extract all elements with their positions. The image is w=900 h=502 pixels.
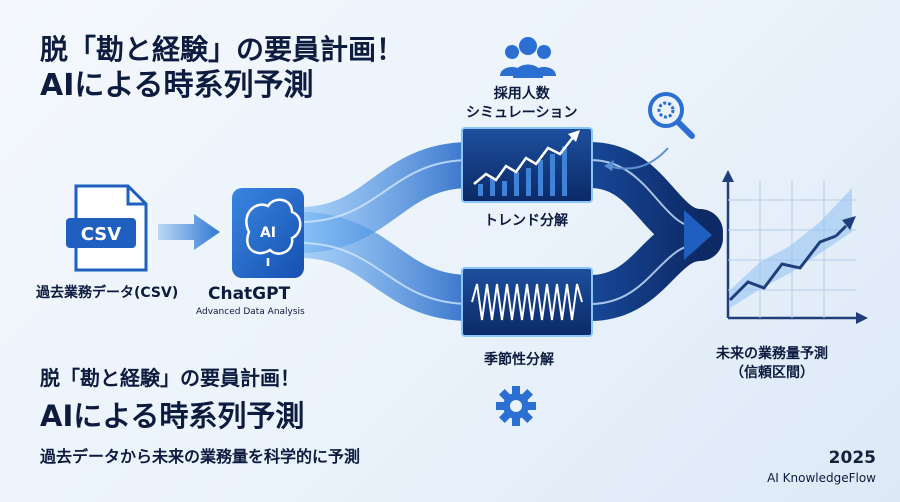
wave-icon	[471, 283, 583, 321]
brand-label: AI KnowledgeFlow	[767, 471, 876, 485]
simulation-line2: シミュレーション	[466, 104, 578, 121]
feedback-arrowhead	[604, 160, 614, 171]
ai-badge-text: AI	[260, 225, 276, 241]
future-line2: （信頼区間）	[730, 364, 814, 381]
bottom-title-line1: 脱「勘と経験」の要員計画！	[40, 366, 300, 390]
main-title: 脱「勘と経験」の要員計画！ AIによる時系列予測	[40, 32, 404, 105]
chatgpt-title: ChatGPT	[208, 284, 291, 304]
bottom-subtitle: 過去データから未来の業務量を科学的に予測	[40, 447, 361, 466]
forecast-chart-icon	[722, 170, 868, 324]
simulation-line1: 採用人数	[493, 86, 550, 102]
stream-arrowhead	[684, 210, 712, 260]
chatgpt-subtitle: Advanced Data Analysis	[196, 307, 305, 317]
bar-series	[478, 146, 567, 196]
trend-arrowhead	[568, 130, 580, 142]
title-line1: 脱「勘と経験」の要員計画！	[40, 33, 405, 66]
confidence-band	[730, 188, 852, 308]
title-line2: AIによる時系列予測	[40, 68, 314, 103]
csv-badge-text: CSV	[81, 224, 122, 245]
bottom-title-line2: AIによる時系列予測	[40, 399, 305, 433]
line-chart-icon	[473, 135, 575, 185]
csv-label: 過去業務データ(CSV)	[36, 285, 179, 301]
season-box	[461, 267, 593, 337]
feedback-arrow	[607, 147, 669, 170]
ai-brain-icon	[232, 188, 304, 278]
arrow-to-ai	[158, 214, 220, 250]
trend-box	[461, 127, 593, 203]
bottom-title: 脱「勘と経験」の要員計画！ AIによる時系列予測 過去データから未来の業務量を科…	[40, 362, 360, 467]
document-icon	[66, 184, 148, 272]
future-label: 未来の業務量予測 （信頼区間）	[716, 345, 828, 383]
magnifier-gear-icon	[648, 92, 695, 139]
simulation-label: 採用人数 シミュレーション	[466, 85, 577, 123]
users-icon	[500, 37, 556, 78]
trend-label: トレンド分解	[484, 213, 568, 229]
season-label: 季節性分解	[484, 352, 554, 368]
year-label: 2025	[828, 448, 876, 468]
future-line1: 未来の業務量予測	[716, 346, 828, 362]
gear-icon	[496, 386, 536, 426]
forecast-line	[728, 234, 837, 302]
forecast-arrowhead	[842, 216, 856, 230]
